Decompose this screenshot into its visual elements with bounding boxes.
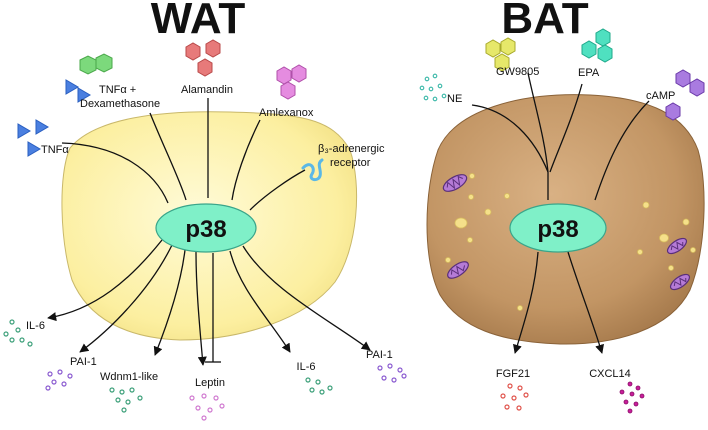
bat-output-cxcl14: CXCL14 [589, 368, 631, 380]
pai1-left-dots [45, 369, 73, 391]
wat-input-lines [61, 97, 306, 211]
leptin-dots [189, 393, 225, 421]
ne-dots [419, 73, 447, 102]
mitochondria [442, 174, 691, 291]
bat-p38-node [509, 203, 607, 253]
bat-input-gw9805: GW9805 [496, 66, 539, 78]
il6-left-dots [3, 319, 33, 347]
bat-output-fgf21: FGF21 [496, 368, 530, 380]
amlexanox-hexagons-icon [276, 64, 307, 100]
bat-input-epa: EPA [578, 67, 600, 79]
pai1-right-dots [377, 363, 407, 383]
lipid-droplets [445, 173, 696, 311]
bat-input-ne: NE [447, 93, 462, 105]
epa-hexagons-icon [581, 28, 613, 63]
bat-p38-label: p38 [537, 216, 578, 243]
wat-output-lines [47, 239, 371, 366]
gw9805-hexagons-icon [485, 37, 516, 72]
wat-input-tnfa-dexa-2: Dexamethasone [80, 98, 160, 110]
bat-input-lines [471, 72, 650, 201]
wat-output-il6-right: IL-6 [297, 361, 316, 373]
wat-output-pai1-right: PAI-1 [366, 349, 393, 361]
wat-output-pai1-left: PAI-1 [70, 356, 97, 368]
tnfa-dexa-icons [65, 53, 113, 103]
wat-input-receptor-1: β₃-adrenergic [318, 143, 385, 155]
alamandin-hexagons-icon [185, 39, 221, 77]
tnfa-triangles-icon [17, 119, 49, 157]
wdnm1-dots [109, 387, 143, 413]
wat-input-tnfa: TNFα [41, 144, 69, 156]
wat-title: WAT [151, 0, 246, 43]
wat-p38-label: p38 [185, 216, 226, 243]
il6-right-dots [305, 377, 333, 395]
wat-input-amlexanox: Amlexanox [259, 107, 314, 119]
bat-input-camp: cAMP [646, 90, 675, 102]
beta3-receptor-icon [301, 158, 324, 182]
wat-input-receptor-2: receptor [330, 157, 371, 169]
bat-output-lines [513, 251, 604, 354]
cxcl14-dots [619, 381, 645, 414]
wat-output-wdnm1: Wdnm1-like [100, 371, 158, 383]
wat-input-alamandin: Alamandin [181, 84, 233, 96]
wat-output-il6-left: IL-6 [26, 320, 45, 332]
wat-input-tnfa-dexa-1: TNFα + [99, 84, 136, 96]
fgf21-dots [500, 383, 529, 411]
camp-hexagons-icon [665, 69, 705, 121]
wat-p38-node [155, 203, 257, 253]
wat-output-leptin: Leptin [195, 377, 225, 389]
bat-title: BAT [501, 0, 588, 43]
